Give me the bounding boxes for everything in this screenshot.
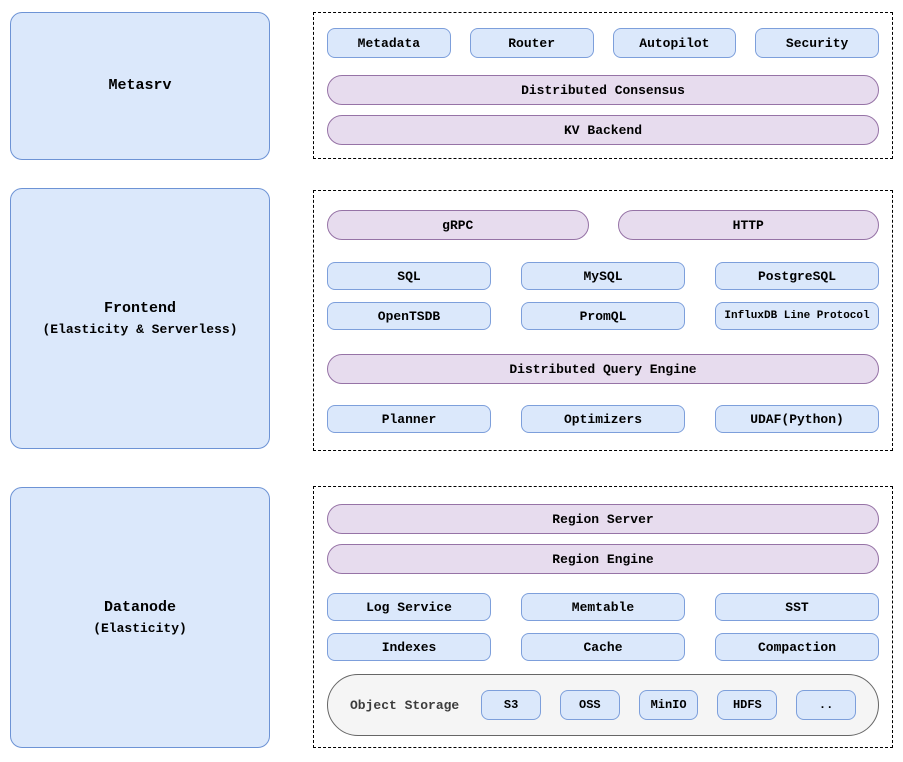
pill-kv-backend: KV Backend bbox=[327, 115, 879, 145]
frontend-node-title: Frontend bbox=[103, 300, 176, 318]
box-udaf-python: UDAF(Python) bbox=[715, 405, 879, 433]
box-optimizers: Optimizers bbox=[521, 405, 685, 433]
pill-region-engine: Region Engine bbox=[327, 544, 879, 574]
box-router: Router bbox=[469, 28, 594, 58]
pill-distributed-query-engine: Distributed Query Engine bbox=[327, 354, 879, 384]
pill-grpc: gRPC bbox=[327, 210, 589, 240]
frontend-protocols-row1: SQL MySQL PostgreSQL bbox=[327, 262, 879, 290]
frontend-protocols-row2: OpenTSDB PromQL InfluxDB Line Protocol bbox=[327, 302, 879, 330]
box-s3: S3 bbox=[481, 690, 541, 720]
box-compaction: Compaction bbox=[715, 633, 879, 661]
metasrv-node-title: Metasrv bbox=[108, 76, 172, 94]
box-sql: SQL bbox=[327, 262, 491, 290]
object-storage-label: Object Storage bbox=[350, 697, 460, 713]
frontend-node: Frontend (Elasticity & Serverless) bbox=[10, 188, 270, 449]
metasrv-modules-row: Metadata Router Autopilot Security bbox=[327, 28, 879, 58]
datanode-node-subtitle: (Elasticity) bbox=[93, 620, 187, 636]
frontend-node-subtitle: (Elasticity & Serverless) bbox=[42, 321, 238, 337]
box-others: .. bbox=[796, 690, 856, 720]
metasrv-group: Metadata Router Autopilot Security Distr… bbox=[313, 12, 893, 159]
box-mysql: MySQL bbox=[521, 262, 685, 290]
box-sst: SST bbox=[715, 593, 879, 621]
box-hdfs: HDFS bbox=[717, 690, 778, 720]
frontend-server-pills-row: gRPC HTTP bbox=[327, 210, 879, 240]
box-log-service: Log Service bbox=[327, 593, 491, 621]
frontend-group: gRPC HTTP SQL MySQL PostgreSQL OpenTSDB … bbox=[313, 190, 893, 451]
box-metadata: Metadata bbox=[327, 28, 451, 58]
box-postgresql: PostgreSQL bbox=[715, 262, 879, 290]
box-minio: MinIO bbox=[638, 690, 699, 720]
object-storage-backends-row: S3 OSS MinIO HDFS .. bbox=[481, 690, 856, 720]
box-planner: Planner bbox=[327, 405, 491, 433]
box-influxdb-line-protocol: InfluxDB Line Protocol bbox=[715, 302, 879, 330]
pill-region-server: Region Server bbox=[327, 504, 879, 534]
box-memtable: Memtable bbox=[521, 593, 685, 621]
box-oss: OSS bbox=[559, 690, 620, 720]
pill-http: HTTP bbox=[617, 210, 879, 240]
metasrv-node: Metasrv bbox=[10, 12, 270, 160]
datanode-modules-row2: Indexes Cache Compaction bbox=[327, 633, 879, 661]
box-opentsdb: OpenTSDB bbox=[327, 302, 491, 330]
datanode-modules-row1: Log Service Memtable SST bbox=[327, 593, 879, 621]
box-indexes: Indexes bbox=[327, 633, 491, 661]
box-security: Security bbox=[755, 28, 879, 58]
box-autopilot: Autopilot bbox=[612, 28, 737, 58]
datanode-node-title: Datanode bbox=[103, 599, 176, 617]
datanode-group: Region Server Region Engine Log Service … bbox=[313, 486, 893, 748]
frontend-engine-modules-row: Planner Optimizers UDAF(Python) bbox=[327, 405, 879, 433]
box-promql: PromQL bbox=[521, 302, 685, 330]
pill-distributed-consensus: Distributed Consensus bbox=[327, 75, 879, 105]
box-cache: Cache bbox=[521, 633, 685, 661]
datanode-node: Datanode (Elasticity) bbox=[10, 487, 270, 748]
object-storage-group: Object Storage S3 OSS MinIO HDFS .. bbox=[327, 674, 879, 736]
